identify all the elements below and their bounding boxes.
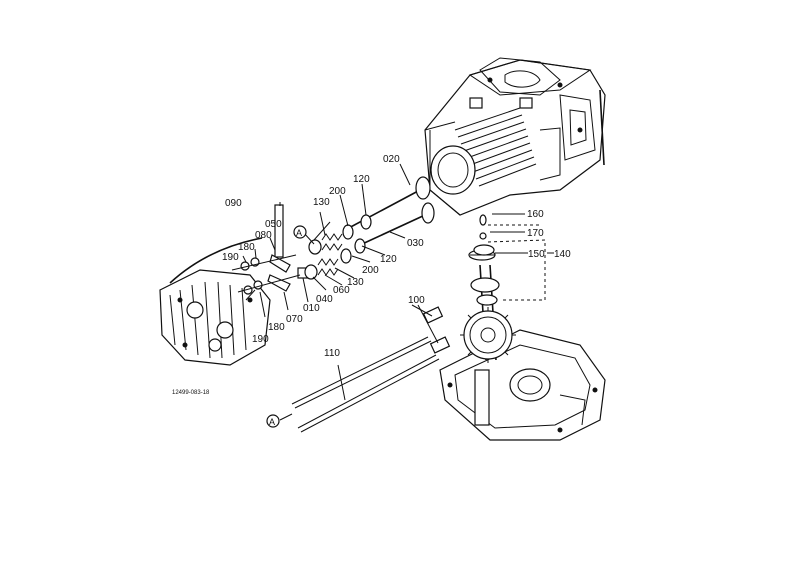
label-130-upper: 130: [313, 197, 330, 208]
part-labels: 020 030 040 050 060 070 080 090 100 110 …: [222, 154, 571, 359]
label-170: 170: [527, 228, 544, 239]
push-rods: [291, 306, 451, 433]
label-060: 060: [333, 285, 350, 296]
label-010: 010: [303, 303, 320, 314]
label-190-lower: 190: [252, 334, 269, 345]
valves: [344, 176, 435, 246]
crankcase: [439, 329, 606, 441]
guide-lines: [169, 224, 546, 301]
label-030: 030: [407, 238, 424, 249]
label-020: 020: [383, 154, 400, 165]
label-130-lower: 130: [347, 277, 364, 288]
label-200-upper: 200: [329, 186, 346, 197]
ref-mark-a-lower: A: [266, 414, 280, 428]
camshaft-assembly: [460, 249, 516, 363]
label-120-lower: 120: [380, 254, 397, 265]
ref-label-a-lower: A: [269, 417, 275, 427]
label-180-lower: 180: [268, 322, 285, 333]
label-070: 070: [286, 314, 303, 325]
label-150: 150: [528, 249, 545, 260]
cylinder-fins: [454, 107, 537, 187]
cylinder-head: [159, 269, 271, 366]
label-100: 100: [408, 295, 425, 306]
drawing-code: 12499-083-18: [172, 390, 210, 396]
label-160: 160: [527, 209, 544, 220]
label-190-upper: 190: [222, 252, 239, 263]
leader-lines: [242, 163, 528, 421]
label-110: 110: [324, 348, 340, 359]
label-040: 040: [316, 294, 333, 305]
label-180-upper: 180: [238, 242, 255, 253]
label-080: 080: [255, 230, 272, 241]
label-090: 090: [225, 198, 242, 209]
label-200-lower: 200: [362, 265, 379, 276]
engine-block: [424, 57, 606, 216]
label-050: 050: [265, 219, 282, 230]
label-140: 140: [554, 249, 571, 260]
ref-mark-a-upper: A: [293, 225, 307, 239]
rocker-parts: [240, 204, 495, 295]
ref-label-a-upper: A: [296, 228, 302, 238]
label-120-upper: 120: [353, 174, 370, 185]
